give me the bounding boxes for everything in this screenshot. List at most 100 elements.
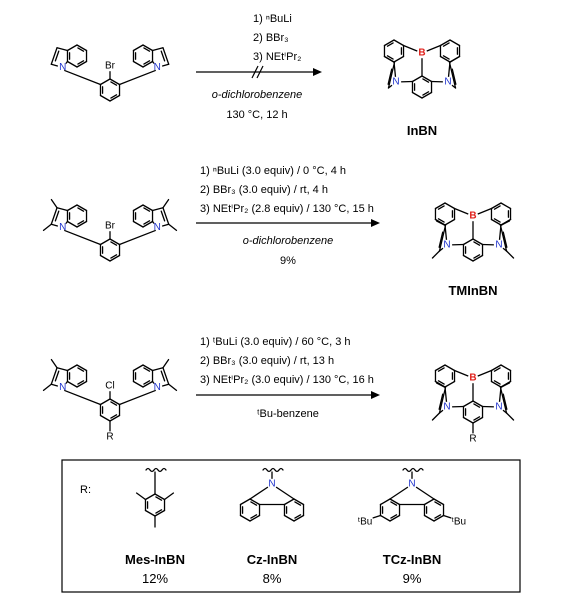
double-bond (110, 254, 118, 259)
reaction-2-step-1: 1) ⁿBuLi (3.0 equiv) / 0 °C, 4 h (200, 165, 346, 177)
reaction-1-step-3: 3) NEtⁱPr₂ (253, 51, 301, 63)
carbazole-bond (249, 498, 261, 506)
reaction-3-solvent: ᵗBu-benzene (257, 408, 319, 420)
methyl-bond (42, 383, 52, 392)
carbazole-bond (249, 514, 261, 522)
nitrogen-atom-bg (442, 76, 454, 88)
nitrogen-atom: N (154, 222, 161, 233)
indole-benzo-bond (132, 364, 144, 372)
double-bond (77, 367, 85, 372)
central-ring-bond (109, 254, 121, 262)
pyrrole-bond (438, 224, 447, 252)
reaction-2-solvent: o-dichlorobenzene (243, 235, 334, 247)
indole-benzo-bond (142, 364, 154, 372)
nitrogen-atom-bg (266, 478, 278, 490)
halogen-atom-bg (104, 60, 116, 72)
indole-benzo-bond (76, 204, 88, 212)
benzo-bond (500, 364, 512, 372)
double-bond (437, 367, 445, 372)
n-aryl-bond (64, 229, 102, 246)
indole-benzo-bond (76, 364, 88, 372)
indole-benzo-bond (142, 44, 154, 52)
pyrrole-bond (383, 55, 396, 64)
double-bond (294, 514, 302, 519)
carbazole-structure: N (239, 467, 305, 522)
benzo-bond (393, 55, 405, 63)
double-bond (437, 205, 445, 210)
benzo-bond (490, 364, 502, 372)
double-bond (160, 370, 166, 382)
methyl-bond (499, 382, 510, 389)
carbazole-bond (389, 486, 409, 500)
double-bond (434, 501, 442, 506)
pyrrole-bond (448, 61, 457, 89)
carbazole-bond (379, 514, 391, 522)
double-bond (54, 370, 60, 382)
substituent-yield-tcz: 9% (403, 571, 422, 586)
central-ring-bond (109, 78, 121, 86)
benzo-bond (500, 202, 512, 210)
carbazole-bond (239, 498, 251, 506)
n-aryl-bond (118, 69, 156, 86)
double-bond (434, 514, 442, 519)
reaction-2-step-3: 3) NEtⁱPr₂ (2.8 equiv) / 130 °C, 15 h (200, 203, 374, 215)
central-ring-bond (99, 94, 111, 102)
reaction-2-yield: 9% (280, 255, 296, 267)
indole-bond (56, 207, 69, 212)
substituent-yield-cz: 8% (263, 571, 282, 586)
pyrrole-bond (387, 61, 396, 89)
carbazole-bond (293, 514, 305, 522)
nitrogen-atom: N (444, 77, 451, 88)
benzo-bond (444, 202, 456, 210)
tbu-label: ᵗBu (358, 516, 372, 527)
nitrogen-atom: N (154, 382, 161, 393)
benzo-bond (444, 364, 456, 372)
carbazole-bond (275, 486, 295, 500)
nitrogen-atom-bg (493, 239, 505, 251)
nitrogen-atom: N (59, 382, 66, 393)
tbu-bond (372, 514, 382, 519)
methyl-bond (499, 220, 510, 227)
central-ring-bond (99, 414, 111, 422)
double-bond (493, 205, 501, 210)
double-bond (110, 94, 118, 99)
double-bond (110, 401, 118, 406)
n-aryl-bond (118, 229, 156, 246)
product-label-tminbn: TMInBN (448, 283, 497, 298)
nitrogen-atom: N (443, 240, 450, 251)
mesityl-ring-bond (154, 509, 166, 517)
carbazole-bond (283, 498, 295, 506)
r-group-label: R (106, 431, 113, 442)
central-ring-bond (472, 400, 484, 408)
r-group-label-bg (467, 433, 479, 445)
central-ring-bond (109, 398, 121, 406)
double-bond (143, 367, 151, 372)
benzo-bond (393, 39, 405, 47)
substituent-name-cz: Cz-InBN (247, 552, 298, 567)
double-bond (438, 393, 444, 410)
indole-bond (162, 207, 170, 225)
double-bond (110, 241, 118, 246)
benzo-bond (490, 380, 502, 388)
carbazole-bond (249, 486, 269, 500)
double-bond (77, 47, 85, 52)
indole-benzo-bond (66, 364, 78, 372)
benzo-bond (490, 218, 502, 226)
carbazole-bond (423, 514, 435, 522)
indole-benzo-bond (142, 204, 154, 212)
halogen-atom: Cl (105, 381, 114, 392)
benzo-bond (434, 202, 446, 210)
carbazole-bond (283, 514, 295, 522)
indole-benzo-bond (66, 44, 78, 52)
indole-bond (56, 47, 69, 52)
product-label-inbn: InBN (407, 123, 437, 138)
carbazole-bond (423, 498, 435, 506)
double-bond (54, 210, 60, 222)
nitrogen-atom-bg (390, 76, 402, 88)
tbu-label: ᵗBu (452, 516, 466, 527)
double-bond (502, 393, 508, 410)
double-bond (422, 91, 430, 96)
